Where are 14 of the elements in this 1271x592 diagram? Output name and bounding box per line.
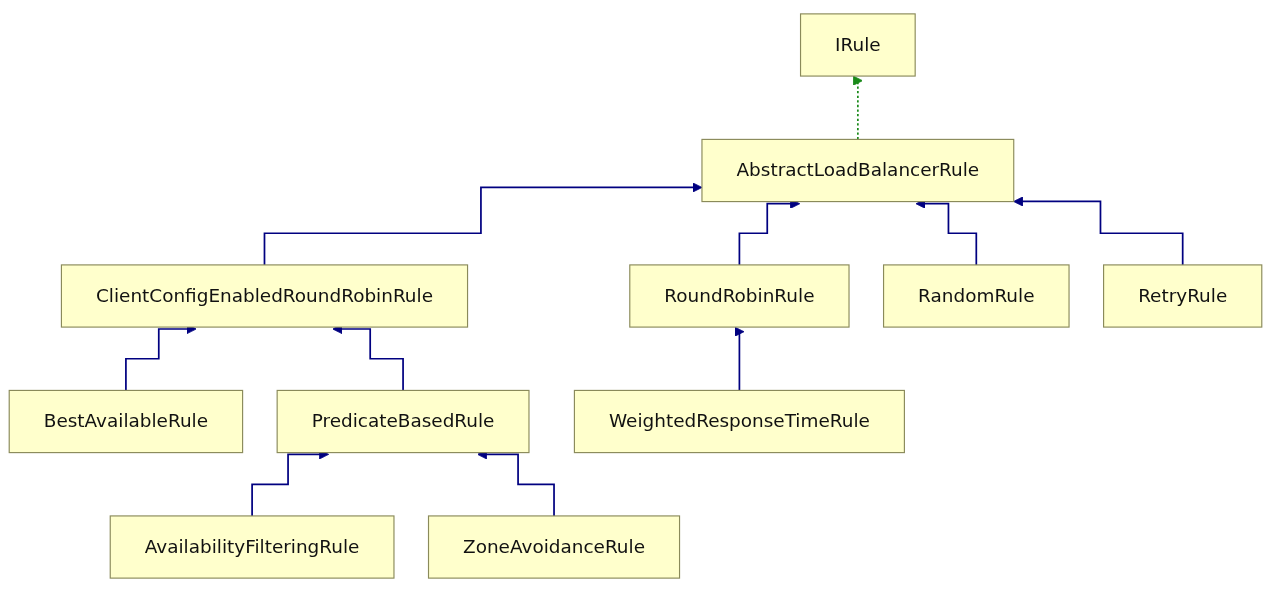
arrow <box>734 326 745 392</box>
node-box: BestAvailableRule <box>8 389 244 454</box>
node-box: RandomRule <box>883 264 1070 328</box>
node-box: WeightedResponseTimeRule <box>573 389 905 454</box>
node-box: RoundRobinRule <box>629 264 850 328</box>
node-box: PredicateBasedRule <box>276 389 530 454</box>
arrow <box>852 75 863 141</box>
node-box: AbstractLoadBalancerRule <box>701 138 1015 203</box>
node-box: RetryRule <box>1103 264 1263 328</box>
node-box: IRule <box>799 13 916 77</box>
arrow <box>1013 196 1184 266</box>
node-box: AvailabilityFilteringRule <box>109 515 395 579</box>
node-box: ZoneAvoidanceRule <box>427 515 681 579</box>
node-box: ClientConfigEnabledRoundRobinRule <box>60 264 469 328</box>
